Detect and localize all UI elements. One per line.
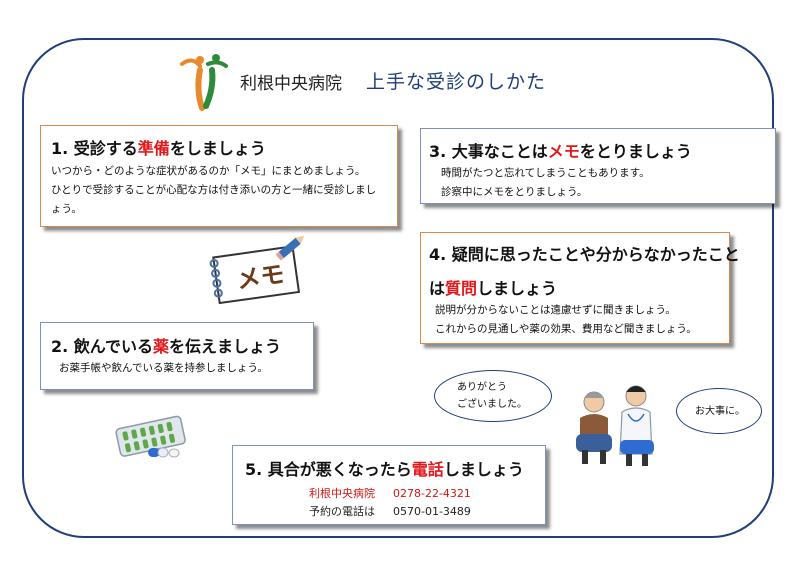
card-title: 5. 具合が悪くなったら電話しましょう: [245, 460, 524, 479]
card-title-line2: は質問しましょう: [429, 279, 558, 298]
doctor-icon: [619, 385, 654, 466]
card-body: 時間がたつと忘れてしまうこともあります。 診察中にメモをとりましょう。: [441, 167, 650, 198]
hospital-phone-row: 利根中央病院 0278-22-4321: [309, 485, 471, 501]
reservation-phone: 0570-01-3489: [393, 505, 471, 518]
card-question: 4. 疑問に思ったことや分からなかったこと は質問しましょう 説明が分からないこ…: [420, 232, 740, 344]
doctor-speech-bubble: お大事に。: [676, 388, 762, 434]
card-title-line1: 4. 疑問に思ったことや分からなかったこと: [429, 245, 740, 264]
patient-speech-bubble: ありがとう ございました。: [434, 370, 552, 422]
card-title: 1. 受診する準備をしましょう: [51, 139, 266, 158]
page-frame: [22, 38, 774, 538]
card-memo: 3. 大事なことはメモをとりましょう 時間がたつと忘れてしまうこともあります。 …: [420, 128, 776, 204]
card-title: 3. 大事なことはメモをとりましょう: [429, 142, 692, 161]
consultation-illustration: [576, 385, 654, 466]
highlight-word: メモ: [547, 142, 580, 161]
memo-label: メモ: [235, 260, 286, 294]
card-title: 2. 飲んでいる薬を伝えましょう: [51, 337, 282, 356]
hospital-label: 利根中央病院: [309, 487, 375, 500]
card-prepare: 1. 受診する準備をしましょう いつから・どのような症状があるのか「メモ」にまと…: [40, 125, 398, 227]
card-phone: 5. 具合が悪くなったら電話しましょう 利根中央病院 0278-22-4321 予…: [232, 445, 546, 525]
highlight-word: 電話: [411, 460, 444, 479]
pencil-icon: [275, 235, 305, 261]
highlight-word: 薬: [152, 337, 169, 356]
highlight-word: 質問: [445, 279, 478, 298]
card-body: いつから・どのような症状があるのか「メモ」にまとめましょう。 ひとりで受診するこ…: [51, 165, 377, 215]
patient-icon: [576, 391, 612, 464]
highlight-word: 準備: [137, 139, 170, 158]
card-medicine: 2. 飲んでいる薬を伝えましょう お薬手帳や飲んでいる薬を持参しましょう。: [40, 322, 314, 390]
capsule-icon: [148, 447, 180, 458]
page-title: 上手な受診のしかた: [366, 71, 547, 93]
hospital-logo-icon: [180, 54, 228, 111]
card-body: 説明が分からないことは遠慮せずに聞きましょう。 これからの見通しや薬の効果、費用…: [435, 304, 697, 335]
memo-pad-icon: メモ: [209, 245, 301, 305]
reservation-label: 予約の電話は: [309, 505, 375, 518]
card-body: お薬手帳や飲んでいる薬を持参しましょう。: [59, 362, 268, 374]
header: 利根中央病院 上手な受診のしかた: [178, 52, 598, 112]
hospital-name: 利根中央病院: [240, 74, 342, 94]
hospital-phone: 0278-22-4321: [393, 487, 471, 500]
reservation-phone-row: 予約の電話は 0570-01-3489: [309, 503, 471, 519]
pill-pack-icon: [115, 415, 186, 457]
